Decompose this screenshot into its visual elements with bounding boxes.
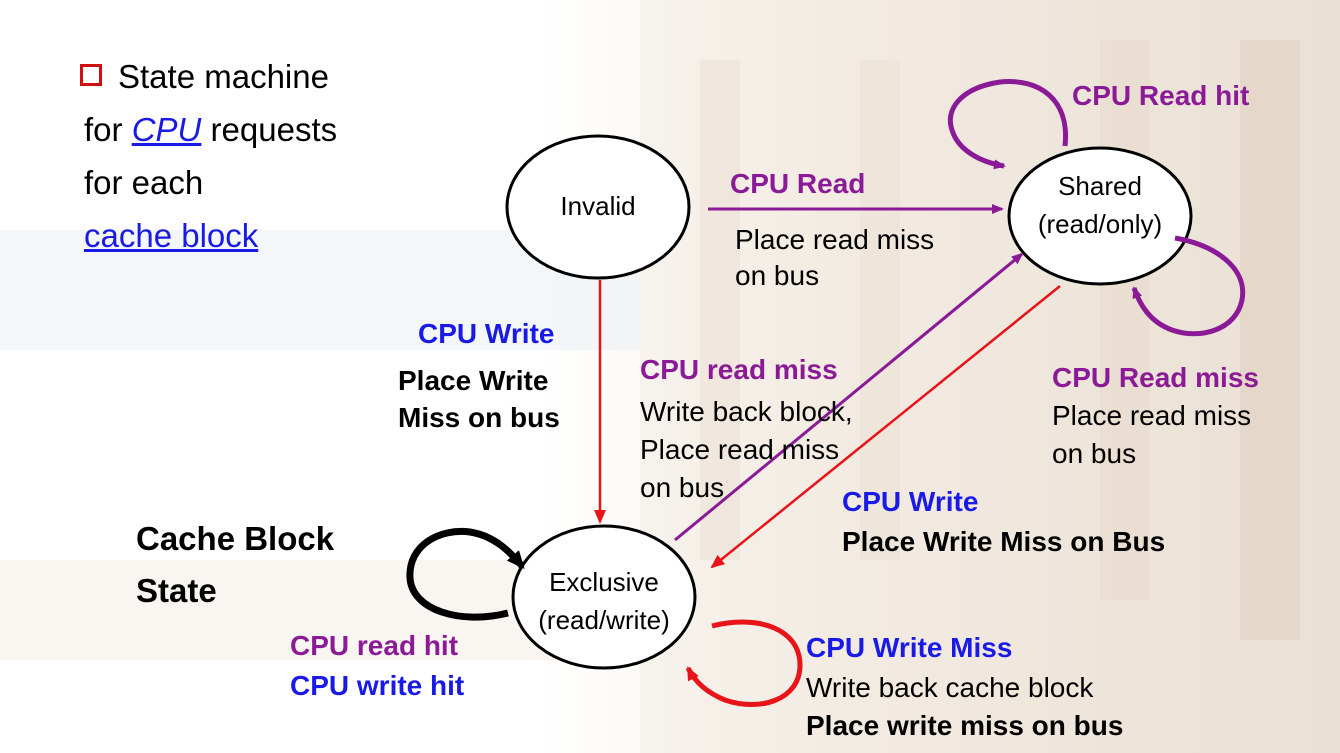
cpu-write-shared-label: CPU Write [842,486,979,517]
loop-exclusive-hit [406,527,525,621]
intro-line-1: State machine [118,58,329,95]
exclusive-state-ellipse [511,524,697,670]
place-read-miss-label-2: on bus [735,260,820,291]
exclusive-state-label-1: Exclusive [549,567,659,597]
cpu-write-invalid-label: CPU Write [418,318,555,349]
shared-state-label-1: Shared [1058,171,1142,201]
place-write-miss-label-1: Place Write [398,365,549,396]
arrow-shared-to-exclusive [710,285,1061,569]
loop-shared-read-miss [1131,235,1246,337]
write-back-cache-block-label: Write back cache block [806,672,1094,703]
place-write-miss-on-bus-exclusive-label: Place write miss on bus [806,710,1124,741]
intro-line-4: cache block [84,217,258,255]
cpu-read-hit-exclusive-label: CPU read hit [290,630,459,661]
cache-block-link[interactable]: cache block [84,217,259,254]
cpu-read-hit-label: CPU Read hit [1072,80,1250,111]
cache-block-state-line-2: State [136,572,217,609]
cpu-read-label: CPU Read [730,168,866,199]
exclusive-state-label-2: (read/write) [538,605,670,635]
exclusive-place-read-miss-label: Place read miss [640,434,840,465]
cache-block-state-line-1: Cache Block [136,520,335,557]
shared-read-miss-action-1: Place read miss [1052,400,1252,431]
loop-exclusive-write-miss [685,619,803,707]
bullet-square-icon [80,64,102,86]
invalid-state-label: Invalid [560,191,636,221]
exclusive-on-bus-label: on bus [640,472,725,503]
place-read-miss-label-1: Place read miss [735,224,935,255]
place-write-miss-label-2: Miss on bus [398,402,560,433]
cpu-read-miss-shared-label: CPU Read miss [1052,362,1259,393]
cpu-write-miss-label: CPU Write Miss [806,632,1013,663]
intro-line-2-prefix: for [84,111,132,148]
place-write-miss-on-bus-label: Place Write Miss on Bus [842,526,1166,557]
shared-read-miss-action-2: on bus [1052,438,1137,469]
cpu-read-miss-exclusive-label: CPU read miss [640,354,838,385]
shared-state-ellipse [1007,146,1193,286]
arrow-exclusive-to-shared [674,252,1024,542]
invalid-state-ellipse [505,134,691,280]
intro-line-2-suffix: requests [201,111,338,148]
cpu-write-hit-label: CPU write hit [290,670,465,701]
loop-shared-read-hit [947,79,1069,170]
shared-state-label-2: (read/only) [1037,209,1163,239]
cpu-link[interactable]: CPU [131,111,202,148]
write-back-block-label: Write back block, [640,396,853,427]
intro-line-2: for CPU requests [84,111,337,149]
intro-line-3: for each [84,164,204,201]
